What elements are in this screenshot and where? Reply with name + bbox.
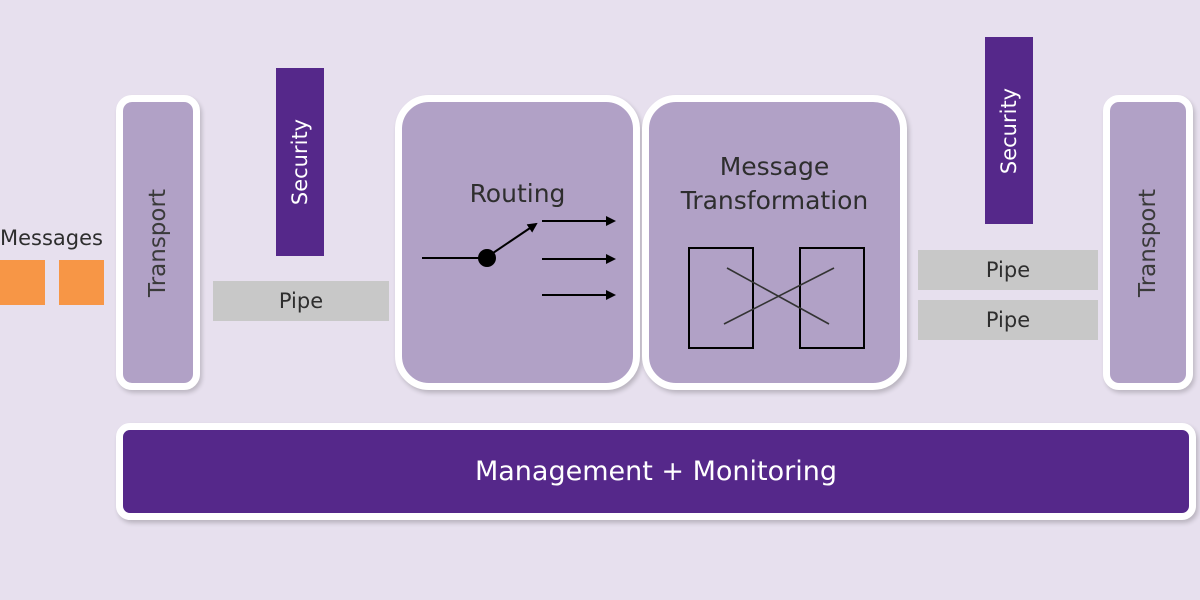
- security-left-label: Security: [288, 118, 312, 206]
- pipe-right-top: Pipe: [918, 250, 1098, 290]
- security-right: Security: [985, 37, 1033, 224]
- transformation-box: Message Transformation: [642, 95, 907, 390]
- messages-label: Messages: [0, 226, 103, 250]
- transformation-mapping-icon: [688, 247, 865, 349]
- transport-left-label: Transport: [145, 188, 171, 297]
- transformation-title-line2: Transformation: [680, 185, 869, 215]
- transport-right: Transport: [1103, 95, 1193, 390]
- message-block: [0, 260, 45, 305]
- message-block: [59, 260, 104, 305]
- management-monitoring-bar: Management + Monitoring: [116, 423, 1196, 520]
- pipe-left: Pipe: [213, 281, 389, 321]
- routing-title: Routing: [469, 179, 566, 208]
- transformation-title: Message Transformation: [649, 150, 900, 218]
- transformation-title-line1: Message: [719, 152, 830, 181]
- routing-box: Routing: [395, 95, 640, 390]
- transport-right-label: Transport: [1135, 188, 1161, 297]
- routing-switch-icon: [422, 216, 616, 300]
- transport-left: Transport: [116, 95, 200, 390]
- security-right-label: Security: [997, 87, 1021, 174]
- security-left: Security: [276, 68, 324, 256]
- pipe-right-bottom: Pipe: [918, 300, 1098, 340]
